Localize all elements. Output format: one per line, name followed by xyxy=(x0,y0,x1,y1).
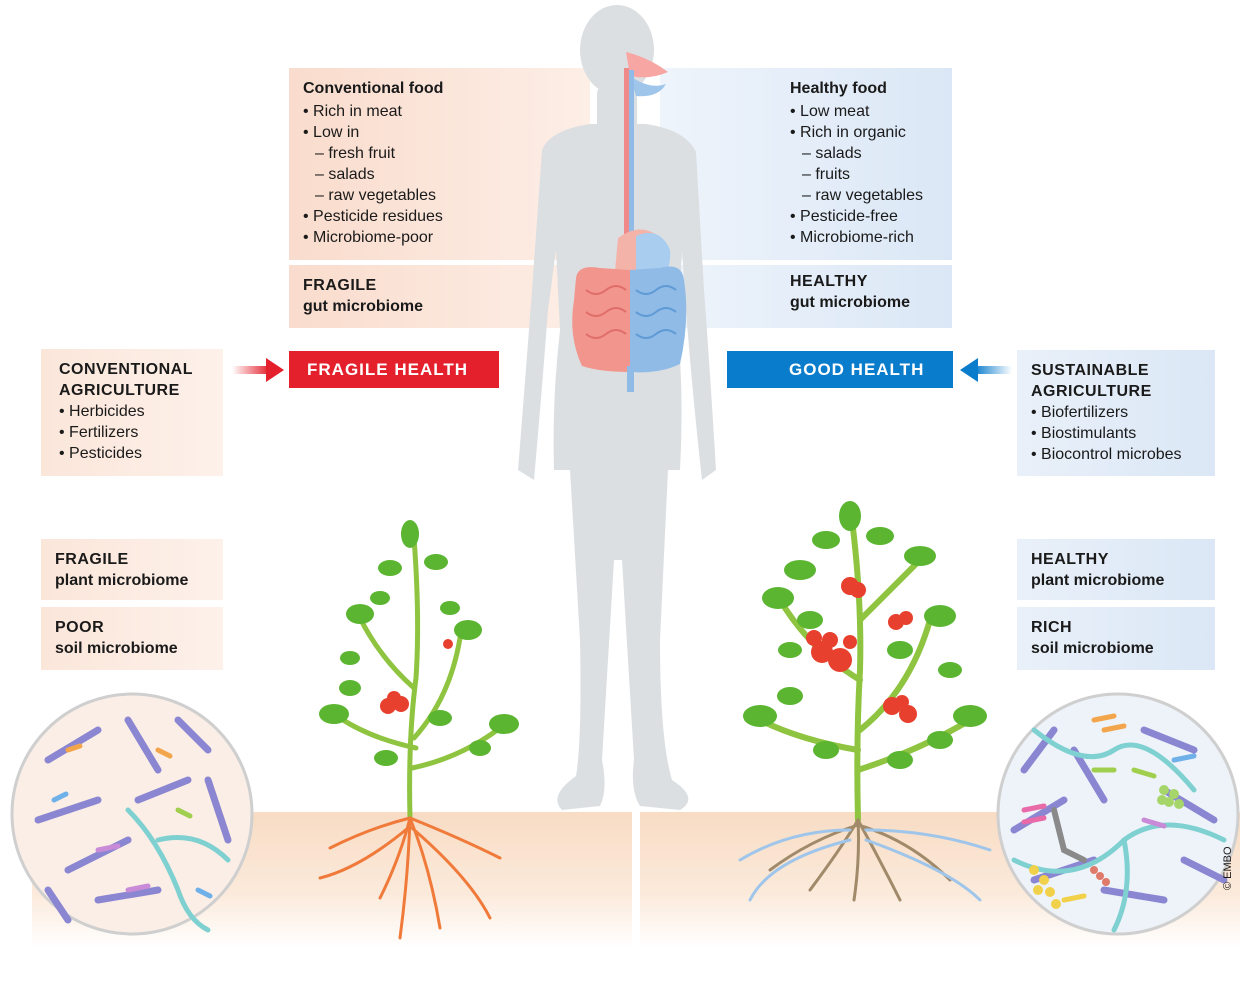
list-item: Low meat xyxy=(790,101,938,122)
healthy-gut-box: HEALTHY gut microbiome xyxy=(660,265,952,328)
conventional-food-title: Conventional food xyxy=(303,80,444,97)
fragile-gut-title: FRAGILE xyxy=(303,277,377,294)
sustainable-agriculture-box: SUSTAINABLE AGRICULTURE BiofertilizersBi… xyxy=(1017,350,1215,476)
conventional-agriculture-title-1: CONVENTIONAL xyxy=(59,361,193,378)
list-item: Rich in meat xyxy=(303,101,576,122)
conventional-food-list: Rich in meatLow infresh fruitsaladsraw v… xyxy=(303,101,576,248)
fragile-tomato-plant xyxy=(318,520,519,940)
list-item: raw vegetables xyxy=(790,185,938,206)
list-item: Microbiome-rich xyxy=(790,227,938,248)
digestive-tract xyxy=(572,52,687,392)
healthy-plant-box: HEALTHY plant microbiome xyxy=(1017,539,1215,600)
human-body-illustration xyxy=(518,5,716,810)
credit-text: © EMBO xyxy=(1222,846,1234,890)
rich-soil-subtitle: soil microbiome xyxy=(1031,640,1154,657)
healthy-food-title: Healthy food xyxy=(790,80,887,97)
list-item: Herbicides xyxy=(59,401,209,422)
healthy-food-box: Healthy food Low meatRich in organicsala… xyxy=(660,68,952,260)
list-item: Pesticide-free xyxy=(790,206,938,227)
poor-soil-subtitle: soil microbiome xyxy=(55,640,178,657)
list-item: Rich in organic xyxy=(790,122,938,143)
fragile-plant-subtitle: plant microbiome xyxy=(55,572,189,589)
list-item: salads xyxy=(790,143,938,164)
list-item: raw vegetables xyxy=(303,185,576,206)
conventional-agriculture-box: CONVENTIONAL AGRICULTURE HerbicidesFerti… xyxy=(41,349,223,476)
rich-soil-box: RICH soil microbiome xyxy=(1017,607,1215,670)
fragile-gut-subtitle: gut microbiome xyxy=(303,298,424,315)
healthy-food-list: Low meatRich in organicsaladsfruitsraw v… xyxy=(790,101,938,248)
healthy-plant-title: HEALTHY xyxy=(1031,551,1109,568)
conventional-agriculture-list: HerbicidesFertilizersPesticides xyxy=(59,401,209,464)
list-item: Biostimulants xyxy=(1031,423,1201,444)
fragile-plant-box: FRAGILE plant microbiome xyxy=(41,539,223,600)
list-item: Pesticide residues xyxy=(303,206,576,227)
poor-soil-microbiome-circle xyxy=(10,692,254,936)
sustainable-agriculture-title-1: SUSTAINABLE xyxy=(1031,362,1150,379)
poor-soil-title: POOR xyxy=(55,619,105,636)
healthy-gut-title: HEALTHY xyxy=(790,273,868,290)
healthy-tomato-plant xyxy=(738,501,992,902)
sustainable-agriculture-list: BiofertilizersBiostimulantsBiocontrol mi… xyxy=(1031,402,1201,465)
list-item: fruits xyxy=(790,164,938,185)
blue-arrow-icon xyxy=(960,358,1012,382)
red-arrow-icon xyxy=(232,358,284,382)
fragile-plant-title: FRAGILE xyxy=(55,551,129,568)
healthy-gut-subtitle: gut microbiome xyxy=(790,294,911,311)
list-item: fresh fruit xyxy=(303,143,576,164)
list-item: Low in xyxy=(303,122,576,143)
list-item: Microbiome-poor xyxy=(303,227,576,248)
rich-soil-microbiome-circle xyxy=(996,692,1240,936)
poor-soil-box: POOR soil microbiome xyxy=(41,607,223,670)
sustainable-agriculture-title-2: AGRICULTURE xyxy=(1031,383,1152,400)
healthy-plant-subtitle: plant microbiome xyxy=(1031,572,1165,589)
list-item: Biocontrol microbes xyxy=(1031,444,1201,465)
fragile-health-bar: FRAGILE HEALTH xyxy=(289,351,499,388)
list-item: salads xyxy=(303,164,576,185)
rich-soil-title: RICH xyxy=(1031,619,1073,636)
list-item: Biofertilizers xyxy=(1031,402,1201,423)
list-item: Fertilizers xyxy=(59,422,209,443)
list-item: Pesticides xyxy=(59,443,209,464)
good-health-bar: GOOD HEALTH xyxy=(727,351,953,388)
conventional-agriculture-title-2: AGRICULTURE xyxy=(59,382,180,399)
